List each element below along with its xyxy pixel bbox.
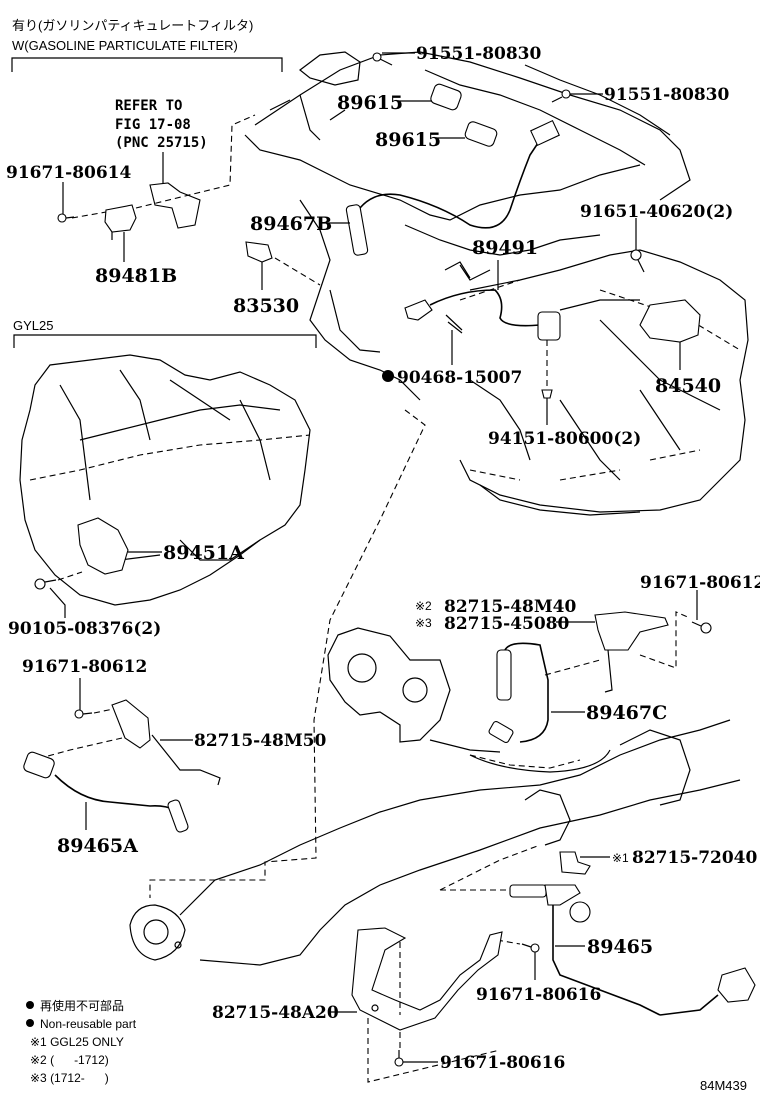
- variant-label-jp: 有り(ガソリンパティキュレートフィルタ): [12, 18, 253, 33]
- o2-sensor-89465: [509, 884, 756, 1016]
- o2-sensor-89467c: [488, 642, 549, 744]
- part-label-91551-80830-a: 91551-80830: [416, 44, 542, 64]
- part-label-82715-48m40: 82715-48M40: [444, 597, 577, 617]
- switch-83530: [245, 241, 273, 263]
- dash-to-89465: [439, 844, 541, 891]
- dash-82715-48a20: [367, 942, 501, 1083]
- part-label-84540: 84540: [655, 375, 721, 397]
- part-label-83530: 83530: [233, 295, 299, 317]
- part-label-91651-40620: 91651-40620(2): [580, 202, 733, 222]
- part-label-94151-80600: 94151-80600(2): [488, 429, 641, 449]
- part-label-89465a: 89465A: [57, 835, 138, 857]
- note-mark-3: ※3: [415, 616, 432, 630]
- note-mark-2: ※2: [415, 599, 432, 613]
- part-label-90105-08376: 90105-08376(2): [8, 619, 161, 639]
- part-label-82715-45080: 82715-45080: [444, 614, 570, 634]
- part-label-82715-48m50: 82715-48M50: [194, 731, 327, 751]
- legend-note-2: ※2 ( -1712): [30, 1053, 109, 1067]
- nonreusable-dot-90468: [382, 370, 394, 382]
- part-label-89465: 89465: [587, 936, 653, 958]
- part-label-89481b: 89481B: [95, 265, 177, 287]
- refer-to-line3: (PNC 25715): [115, 135, 208, 151]
- bolt-91551-b: [551, 89, 571, 103]
- sensor-89491: [404, 289, 561, 341]
- leader-90105: [49, 587, 66, 618]
- legend: 再使用不可部品 Non-reusable part ※1 GGL25 ONLY …: [26, 998, 137, 1085]
- dash-82715-48m40: [544, 611, 691, 676]
- part-label-91671-80616-b: 91671-80616: [440, 1053, 565, 1073]
- legend-nonreusable-en: Non-reusable part: [40, 1017, 137, 1031]
- bracket-82715-48m40: [594, 611, 669, 693]
- clamp-82715-72040: [559, 851, 591, 875]
- bolt-91671-80614: [57, 213, 75, 223]
- part-label-91671-80616-a: 91671-80616: [476, 985, 601, 1005]
- vsv-89481b: [104, 204, 137, 240]
- part-label-82715-72040: 82715-72040: [632, 848, 758, 868]
- dash-83530: [274, 257, 321, 286]
- switch-89451a: [77, 517, 129, 575]
- part-label-91671-80612-l: 91671-80612: [22, 657, 147, 677]
- switch-84540: [639, 299, 701, 343]
- bolt-91671-80616-a: [521, 943, 540, 953]
- part-label-91671-80614: 91671-80614: [6, 163, 132, 183]
- part-label-89451a: 89451A: [163, 542, 244, 564]
- part-label-91671-80612-r: 91671-80612: [640, 573, 760, 593]
- refer-to-line1: REFER TO: [115, 98, 182, 114]
- bolt-91671-80612-l: [74, 709, 93, 719]
- bolt-90105: [34, 578, 57, 590]
- bolt-91671-80616-b: [394, 1050, 404, 1067]
- gyl25-bracket: [13, 334, 317, 348]
- legend-note-1: ※1 GGL25 ONLY: [30, 1035, 124, 1049]
- o2-sensor-89467b: [345, 204, 369, 256]
- variant-label-en: W(GASOLINE PARTICULATE FILTER): [12, 38, 238, 53]
- part-label-89615-a: 89615: [337, 92, 403, 114]
- figure-id: 84M439: [700, 1078, 747, 1093]
- legend-note-3: ※3 (1712- ): [30, 1071, 109, 1085]
- part-label-89491: 89491: [472, 237, 538, 259]
- refer-to-line2: FIG 17-08: [115, 117, 191, 133]
- bolt-91671-80612-r: [691, 621, 712, 634]
- legend-dot-jp: [26, 1001, 34, 1009]
- note-mark-1: ※1: [612, 851, 629, 865]
- bracket-refer: [149, 182, 201, 229]
- exhaust-manifold-drawing: [327, 627, 611, 773]
- bracket-82715-48a20: [351, 927, 503, 1031]
- variant-bracket: [11, 57, 283, 72]
- dash-90105: [57, 571, 83, 581]
- legend-nonreusable-jp: 再使用不可部品: [40, 998, 124, 1013]
- dash-to-exhaust: [149, 409, 426, 898]
- part-label-91551-80830-b: 91551-80830: [604, 85, 730, 105]
- transmission-drawing: [19, 354, 311, 606]
- sensor-89615-b: [464, 121, 498, 147]
- bracket-82715-48m50: [111, 699, 221, 786]
- part-label-89615-b: 89615: [375, 129, 441, 151]
- exhaust-pipe-drawing: [129, 719, 741, 966]
- o2-sensor-89465a: [23, 751, 189, 833]
- dash-82715-48m50: [47, 707, 123, 757]
- sensor-89615-a: [430, 83, 462, 111]
- bolt-91551-a: [372, 52, 393, 66]
- part-label-89467c: 89467C: [586, 702, 667, 724]
- part-label-90468-15007: 90468-15007: [397, 368, 522, 388]
- clip-90468: [445, 314, 463, 334]
- part-label-82715-48a20: 82715-48A20: [212, 1003, 339, 1023]
- bolt-91651: [630, 249, 645, 273]
- plug-94151: [541, 389, 553, 399]
- section-label-gyl25: GYL25: [13, 318, 53, 333]
- dash-gpf: [71, 114, 256, 219]
- legend-dot-en: [26, 1019, 34, 1027]
- part-label-89467b: 89467B: [250, 213, 332, 235]
